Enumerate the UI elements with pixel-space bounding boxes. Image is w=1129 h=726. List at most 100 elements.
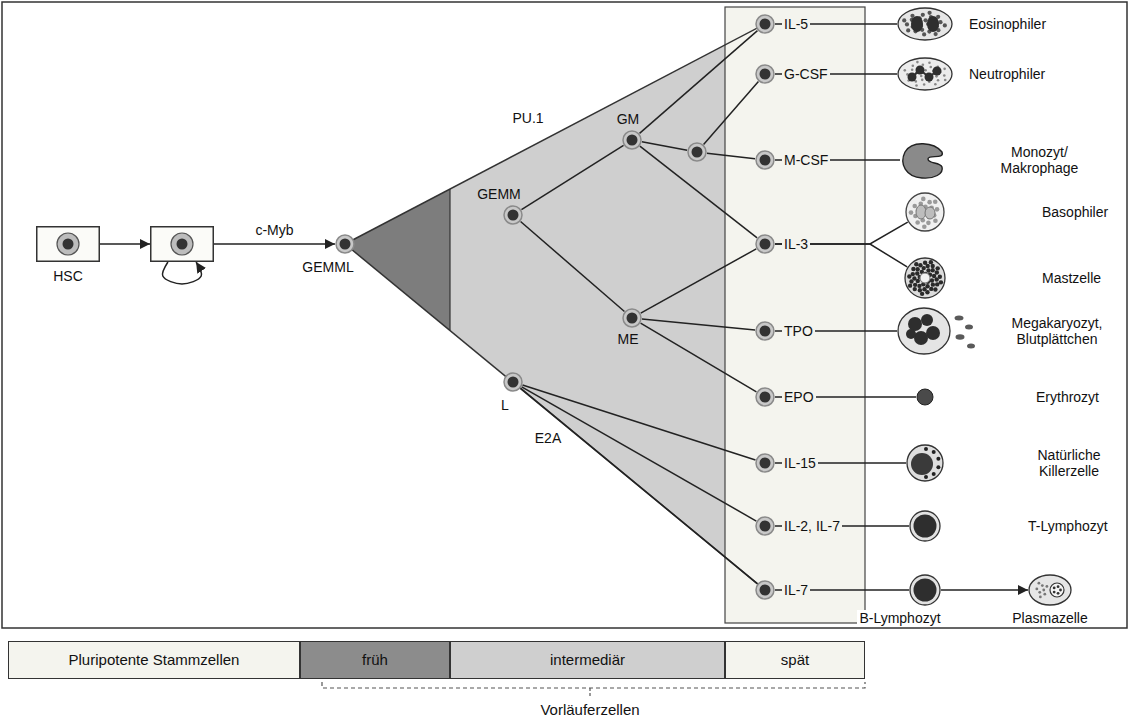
mature-cell: Eosinophiler <box>897 7 953 41</box>
progenitor-cell: ME <box>622 308 642 328</box>
nucleus-lobe <box>926 326 940 340</box>
granule <box>924 69 927 72</box>
connector <box>704 82 759 145</box>
late-progenitor: IL-3 <box>755 234 775 254</box>
granule <box>931 268 935 272</box>
nucleus-lobe <box>911 16 923 32</box>
cell-nucleus <box>760 392 771 403</box>
nucleus-lobe <box>916 66 925 75</box>
cell-nucleus <box>760 155 771 166</box>
node-label: M-CSF <box>782 152 830 168</box>
granule <box>935 282 939 286</box>
cell-shape <box>909 574 941 606</box>
granule <box>913 287 917 291</box>
outer-frame <box>2 2 1127 628</box>
mature-cell: Neutrophiler <box>897 57 953 91</box>
nucleus-lobe <box>908 73 917 82</box>
cell-body <box>756 15 774 33</box>
cell-nucleus <box>692 147 703 158</box>
cell-body <box>898 58 952 90</box>
self-renewing-cell-box <box>150 226 214 262</box>
cell-body <box>756 388 774 406</box>
cell-shape <box>150 226 214 262</box>
cell-shape <box>335 234 355 254</box>
granule <box>914 262 918 266</box>
cell-shape <box>900 140 950 180</box>
granule <box>932 472 936 476</box>
stage-band: Pluripotente Stammzellen <box>8 641 300 679</box>
cell-nucleus <box>760 458 771 469</box>
granule <box>924 475 928 479</box>
cell-body <box>756 151 774 169</box>
cell-body <box>336 235 354 253</box>
cell-nucleus <box>508 377 519 388</box>
nucleus-lobe <box>933 67 942 76</box>
mature-cell: Natürliche Killerzelle <box>906 444 944 482</box>
node-label: L <box>499 397 511 413</box>
self-renewal-arrow <box>163 262 202 284</box>
cell-body <box>623 131 641 149</box>
granule <box>902 18 906 22</box>
cell-body <box>504 206 522 224</box>
granule <box>943 68 946 71</box>
node-label: Eosinophiler <box>967 16 1048 32</box>
granule <box>921 197 926 202</box>
granule <box>1043 593 1046 596</box>
stage-band: früh <box>300 641 450 679</box>
cell-nucleus <box>760 239 771 250</box>
granule <box>926 268 930 272</box>
chromatin-spot <box>1053 591 1056 594</box>
granule <box>1042 589 1045 592</box>
granule <box>915 84 918 87</box>
granule <box>913 283 917 287</box>
late-progenitor: IL-2, IL-7 <box>755 516 775 536</box>
granule <box>938 275 942 279</box>
cell-shape <box>755 234 775 254</box>
stage-band: intermediär <box>450 641 725 679</box>
node-label: Monozyt/ Makrophage <box>990 144 1089 176</box>
connector <box>640 31 758 134</box>
granule <box>908 283 912 287</box>
granule <box>936 457 940 461</box>
granule <box>915 267 919 271</box>
cell-nucleus <box>340 239 351 250</box>
node-label: Basophiler <box>1040 204 1110 220</box>
cell-shape <box>755 516 775 536</box>
cell-nucleus <box>760 19 771 30</box>
granule <box>923 18 927 22</box>
late-progenitor: M-CSF <box>755 150 775 170</box>
mature-cell: T-Lymphozyt <box>909 510 941 542</box>
granule <box>909 279 913 283</box>
box-outline <box>151 227 214 262</box>
band-label: spät <box>781 651 809 668</box>
granule <box>922 63 925 66</box>
annotation-label: PU.1 <box>510 110 545 126</box>
node-label: IL-7 <box>782 582 810 598</box>
nucleus-lobe <box>906 329 916 339</box>
node-label: Natürliche Killerzelle <box>1022 447 1116 479</box>
stem-cell-box: HSC <box>36 226 100 262</box>
granule <box>923 260 927 264</box>
node-label: B-Lymphozyt <box>857 610 942 626</box>
cell-body <box>903 144 942 178</box>
platelet <box>956 334 965 340</box>
chromatin-spot <box>1057 592 1060 595</box>
cell-nucleus <box>760 69 771 80</box>
granule <box>1039 596 1042 599</box>
cell-shape <box>755 387 775 407</box>
progenitor-cell: GM <box>622 130 642 150</box>
granule <box>944 79 947 82</box>
node-label: Mastzelle <box>1040 270 1103 286</box>
cell-body <box>756 235 774 253</box>
granule <box>936 465 940 469</box>
cell-body <box>910 511 940 541</box>
granule <box>937 79 940 82</box>
mature-cell: B-Lymphozyt <box>909 574 941 606</box>
cell-nucleus <box>1050 583 1064 597</box>
cell-body <box>57 233 79 255</box>
granule <box>926 221 931 226</box>
connector <box>521 388 758 583</box>
granule <box>903 69 906 72</box>
cell-shape <box>916 388 934 406</box>
